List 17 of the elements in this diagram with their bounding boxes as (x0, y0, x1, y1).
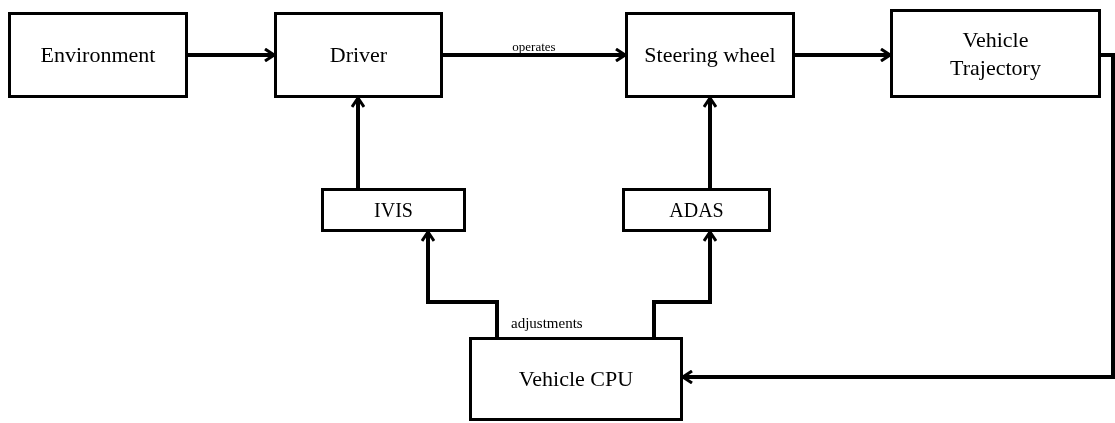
process-box: Driver (274, 12, 443, 98)
edge-label: operates (512, 40, 556, 53)
process-box: Vehicle CPU (469, 337, 683, 421)
arrow (350, 96, 366, 188)
arrow (652, 230, 718, 337)
process-box: ADAS (622, 188, 771, 232)
arrow (420, 230, 499, 337)
process-box: Vehicle Trajectory (890, 9, 1101, 98)
annotation-label: adjustments (511, 316, 583, 331)
arrow (702, 96, 718, 188)
arrow (795, 47, 892, 63)
arrow (443, 47, 627, 63)
arrow (681, 53, 1115, 385)
process-box: IVIS (321, 188, 466, 232)
process-box: Steering wheel (625, 12, 795, 98)
process-box: Environment (8, 12, 188, 98)
arrow (188, 47, 276, 63)
